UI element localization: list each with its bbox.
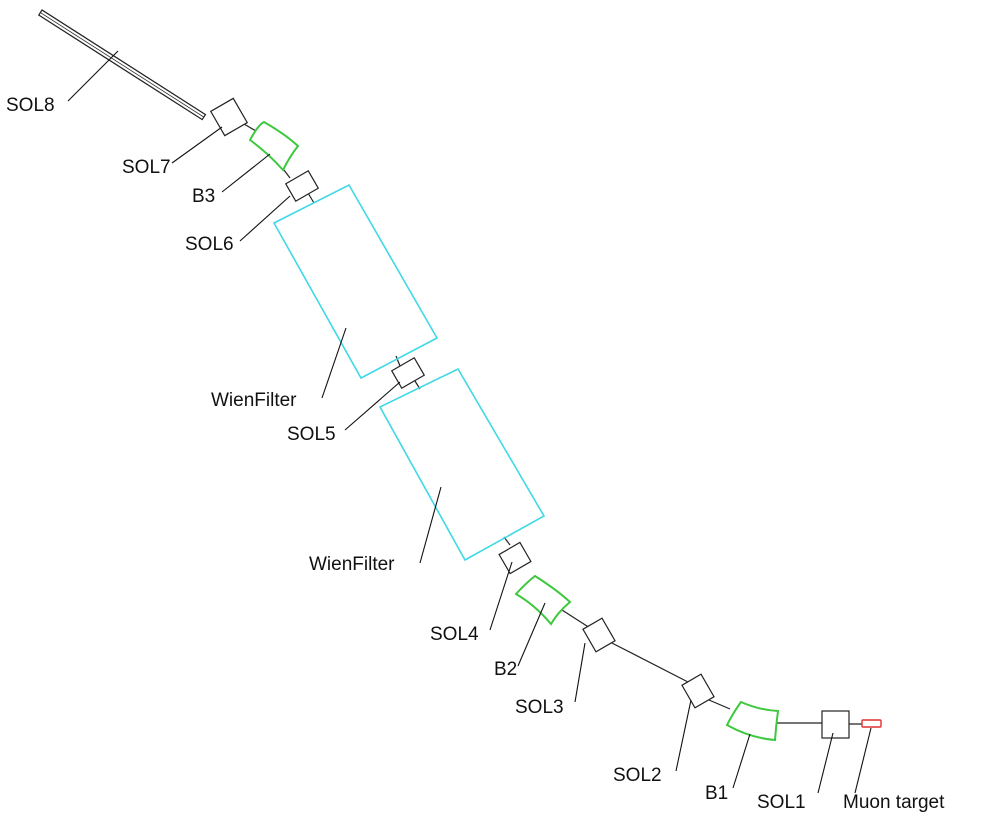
label-sol3: SOL3 <box>515 697 564 718</box>
sol7-magnet <box>209 97 249 137</box>
label-wienfilter-upper: WienFilter <box>211 390 297 411</box>
sol1-magnet <box>821 710 850 739</box>
label-sol2: SOL2 <box>613 765 662 786</box>
label-sol6: SOL6 <box>185 234 234 255</box>
label-sol4: SOL4 <box>430 624 479 645</box>
b1-bend-magnet <box>725 700 780 742</box>
b3-bend-magnet <box>248 120 300 172</box>
wien-filter-upper <box>272 183 439 380</box>
label-b1: B1 <box>705 783 728 804</box>
label-sol7: SOL7 <box>122 157 171 178</box>
sol8-beampipe <box>37 9 207 121</box>
wien-filter-lower <box>378 367 546 562</box>
sol6-magnet <box>284 170 320 202</box>
sol4-magnet <box>498 541 532 575</box>
b2-bend-magnet <box>514 574 572 626</box>
muon-target <box>861 719 882 728</box>
sol5-magnet <box>390 357 426 389</box>
sol3-magnet <box>582 617 616 653</box>
sol2-magnet <box>681 673 715 709</box>
label-wienfilter-lower: WienFilter <box>309 554 395 575</box>
label-sol1: SOL1 <box>757 792 806 813</box>
label-sol8: SOL8 <box>6 95 55 116</box>
label-muon-target: Muon target <box>843 792 945 813</box>
label-b2: B2 <box>494 659 517 680</box>
label-sol5: SOL5 <box>287 424 336 445</box>
pointer-lines <box>67 50 872 794</box>
label-b3: B3 <box>192 186 215 207</box>
beamline-path <box>243 123 862 725</box>
